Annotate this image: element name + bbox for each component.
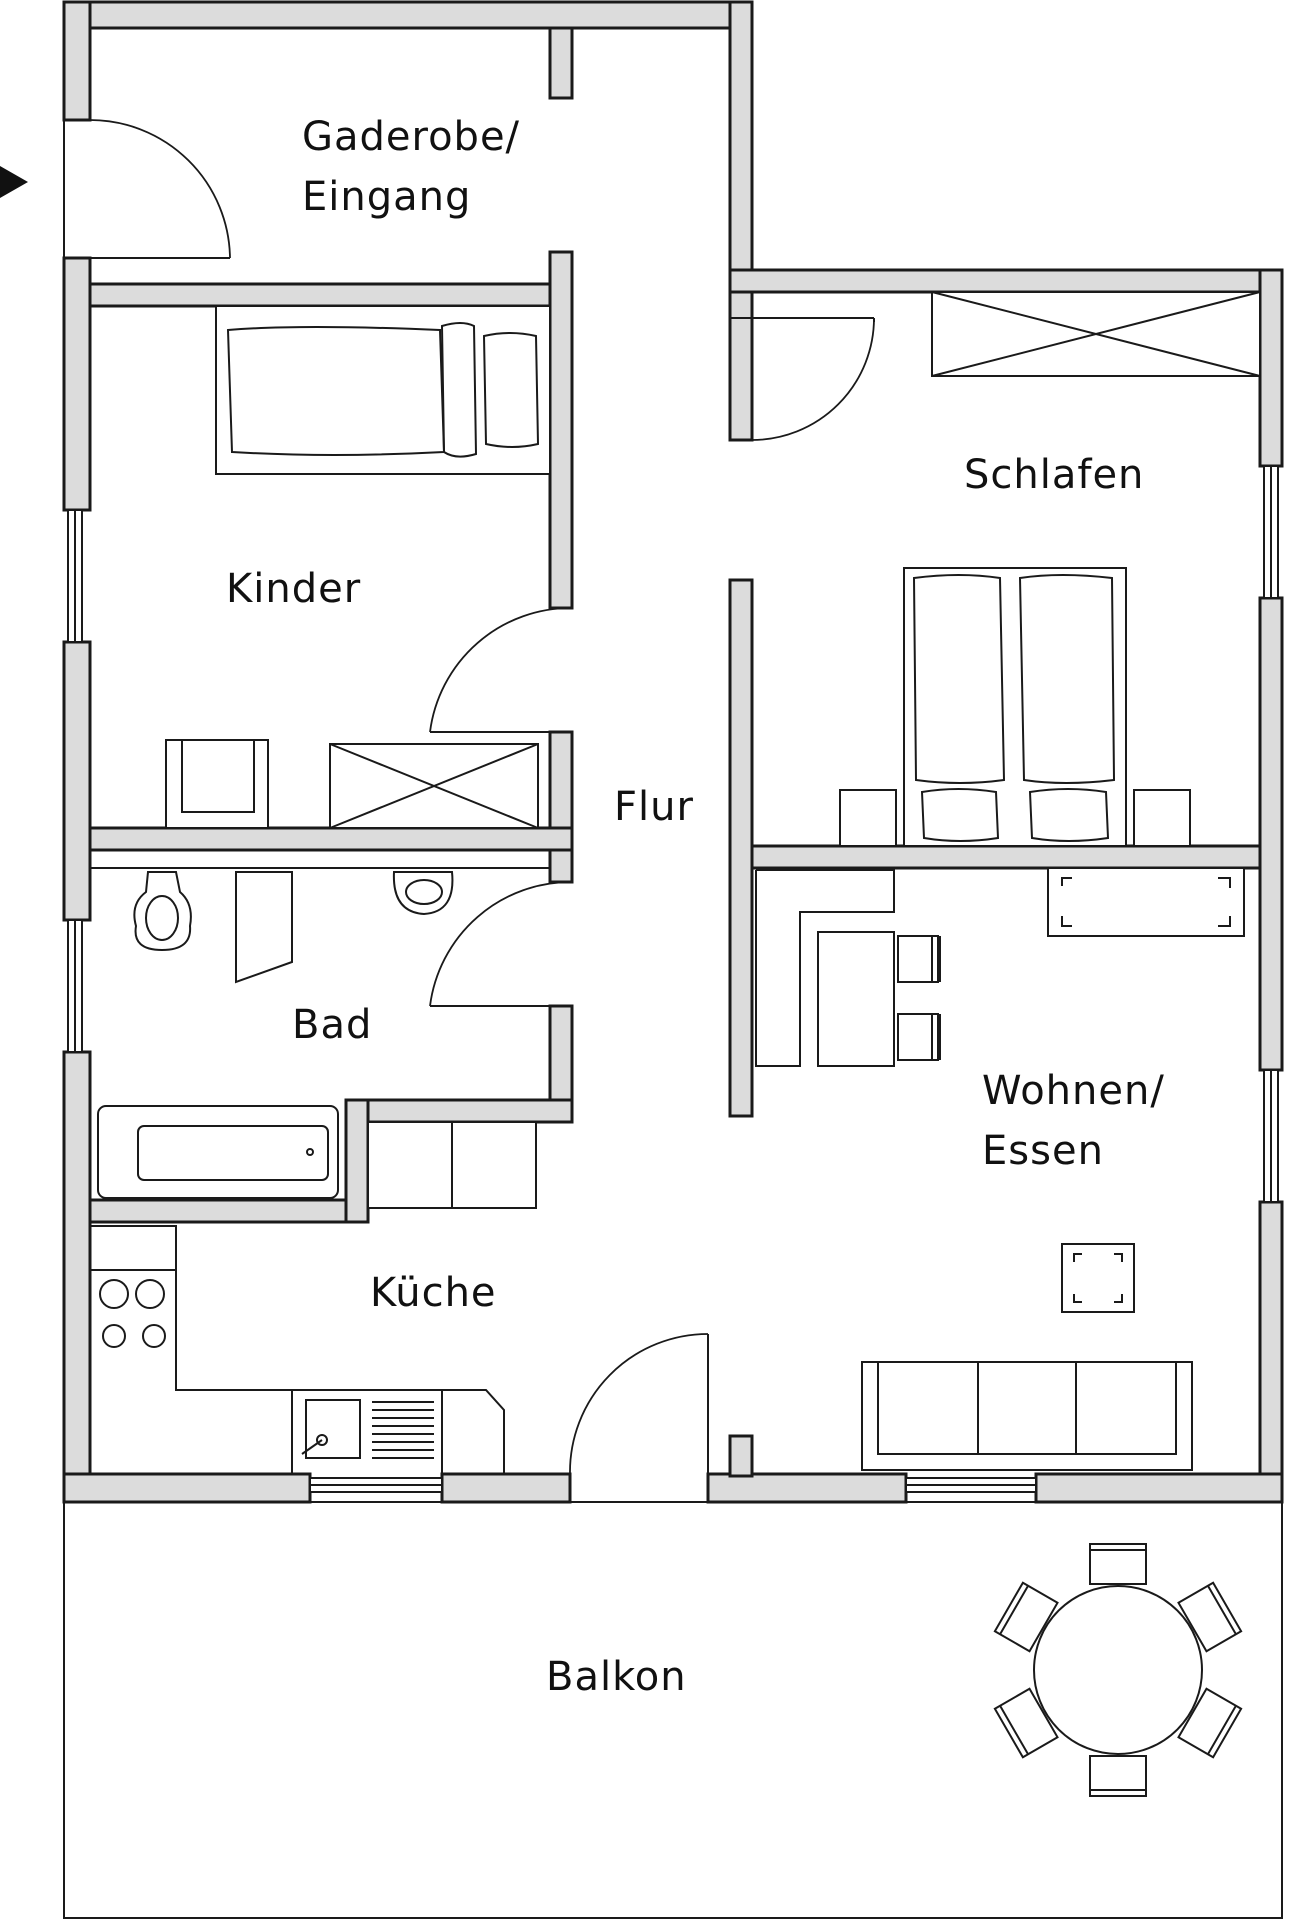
label-living-line1: Wohnen/ (982, 1068, 1165, 1114)
label-balcony: Balkon (546, 1654, 687, 1700)
balcony-table (993, 1543, 1243, 1797)
kitchen-furniture (90, 1121, 537, 1474)
bath-furniture (90, 867, 550, 1199)
label-kitchen: Küche (370, 1270, 497, 1316)
arrow-right-icon (0, 166, 28, 198)
living-furniture (755, 867, 1245, 1471)
drain-grate (372, 1401, 434, 1459)
balcony-chairs (993, 1543, 1243, 1797)
bedroom-furniture (839, 291, 1261, 847)
label-bath: Bad (292, 1002, 372, 1048)
label-entry-line1: Gaderobe/ (302, 114, 520, 160)
label-living-line2: Essen (982, 1128, 1104, 1174)
label-bedroom: Schlafen (964, 452, 1144, 498)
label-entry-line2: Eingang (302, 174, 471, 220)
outer-walls (62, 0, 1284, 1504)
label-hall: Flur (614, 784, 694, 830)
kids-furniture (165, 305, 551, 829)
interior-walls (88, 26, 1262, 1478)
doors (63, 119, 875, 1475)
label-kids: Kinder (226, 566, 361, 612)
windows (67, 465, 1279, 1493)
balcony-outline (63, 1501, 1283, 1919)
